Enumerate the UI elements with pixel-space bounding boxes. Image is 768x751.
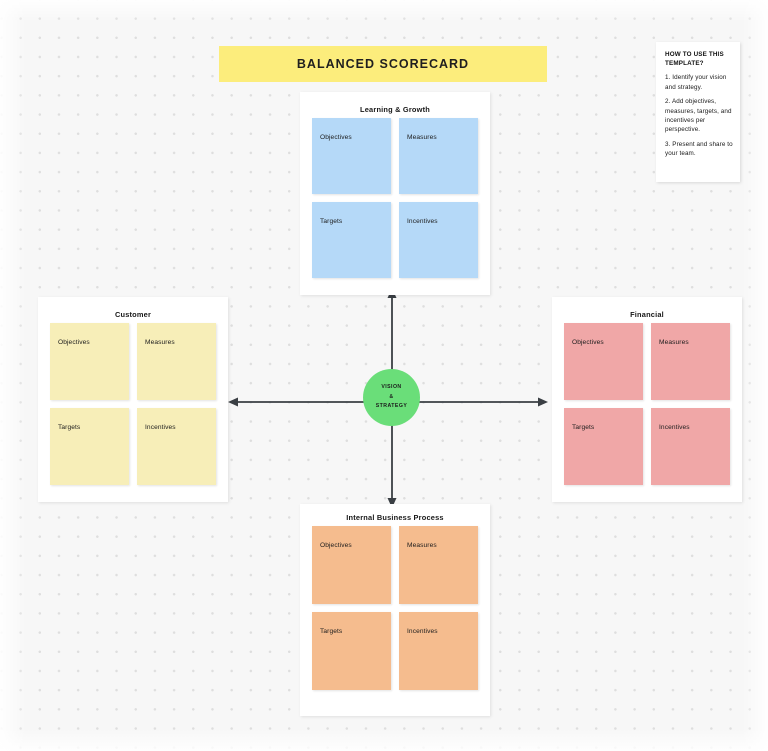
note-measures-financial[interactable]: Measures [651, 323, 730, 401]
note-targets-financial[interactable]: Targets [564, 408, 643, 486]
note-targets-customer[interactable]: Targets [50, 408, 129, 486]
how-to-use-step-1: 1. Identify your vision and strategy. [665, 74, 727, 91]
notes-grid-financial: Objectives Measures Targets Incentives [552, 323, 742, 498]
note-objectives-customer[interactable]: Objectives [50, 323, 129, 401]
how-to-use-title: HOW TO USE THIS TEMPLATE? [665, 51, 724, 68]
board-title-banner[interactable]: BALANCED SCORECARD [219, 46, 547, 82]
notes-grid-internal-business-process: Objectives Measures Targets Incentives [300, 526, 490, 703]
note-label: Measures [407, 134, 437, 142]
notes-grid-learning-growth: Objectives Measures Targets Incentives [300, 118, 490, 291]
note-label: Objectives [320, 542, 352, 550]
note-objectives-learning-growth[interactable]: Objectives [312, 118, 391, 195]
perspective-title-customer: Customer [114, 310, 152, 319]
note-label: Objectives [58, 339, 90, 347]
perspective-title-financial: Financial [630, 310, 664, 319]
note-incentives-learning-growth[interactable]: Incentives [399, 202, 478, 279]
note-targets-learning-growth[interactable]: Targets [312, 202, 391, 279]
perspective-panel-internal-business-process[interactable]: Internal Business Process Objectives Mea… [300, 504, 490, 716]
perspective-title-internal-business-process: Internal Business Process [346, 513, 444, 522]
note-label: Targets [572, 424, 595, 432]
vision-line-1: VISION [381, 384, 402, 391]
note-targets-internal-business-process[interactable]: Targets [312, 612, 391, 691]
note-incentives-customer[interactable]: Incentives [137, 408, 216, 486]
note-label: Incentives [659, 424, 690, 432]
note-incentives-internal-business-process[interactable]: Incentives [399, 612, 478, 691]
note-label: Measures [659, 339, 689, 347]
note-label: Incentives [407, 628, 438, 636]
note-label: Objectives [320, 134, 352, 142]
how-to-use-step-2: 2. Add objectives, measures, targets, an… [665, 98, 732, 134]
note-label: Objectives [572, 339, 604, 347]
perspective-panel-financial[interactable]: Financial Objectives Measures Targets In… [552, 297, 742, 502]
how-to-use-note[interactable]: HOW TO USE THIS TEMPLATE? 1. Identify yo… [656, 42, 740, 182]
note-objectives-financial[interactable]: Objectives [564, 323, 643, 401]
perspective-panel-learning-growth[interactable]: Learning & Growth Objectives Measures Ta… [300, 92, 490, 295]
note-measures-learning-growth[interactable]: Measures [399, 118, 478, 195]
perspective-panel-customer[interactable]: Customer Objectives Measures Targets Inc… [38, 297, 228, 502]
note-label: Measures [145, 339, 175, 347]
page-title: BALANCED SCORECARD [296, 57, 470, 71]
notes-grid-customer: Objectives Measures Targets Incentives [38, 323, 228, 498]
note-label: Measures [407, 542, 437, 550]
note-incentives-financial[interactable]: Incentives [651, 408, 730, 486]
note-objectives-internal-business-process[interactable]: Objectives [312, 526, 391, 605]
note-measures-customer[interactable]: Measures [137, 323, 216, 401]
vision-line-2: & [389, 393, 394, 400]
perspective-title-learning-growth: Learning & Growth [360, 105, 430, 114]
vision-line-3: STRATEGY [375, 403, 408, 410]
note-label: Targets [320, 628, 343, 636]
how-to-use-step-3: 3. Present and share to your team. [665, 140, 733, 158]
note-label: Targets [58, 424, 81, 432]
note-label: Incentives [145, 424, 176, 432]
note-measures-internal-business-process[interactable]: Measures [399, 526, 478, 605]
vision-and-strategy-circle[interactable]: VISION & STRATEGY [363, 369, 420, 426]
note-label: Incentives [407, 218, 438, 226]
note-label: Targets [320, 218, 343, 226]
